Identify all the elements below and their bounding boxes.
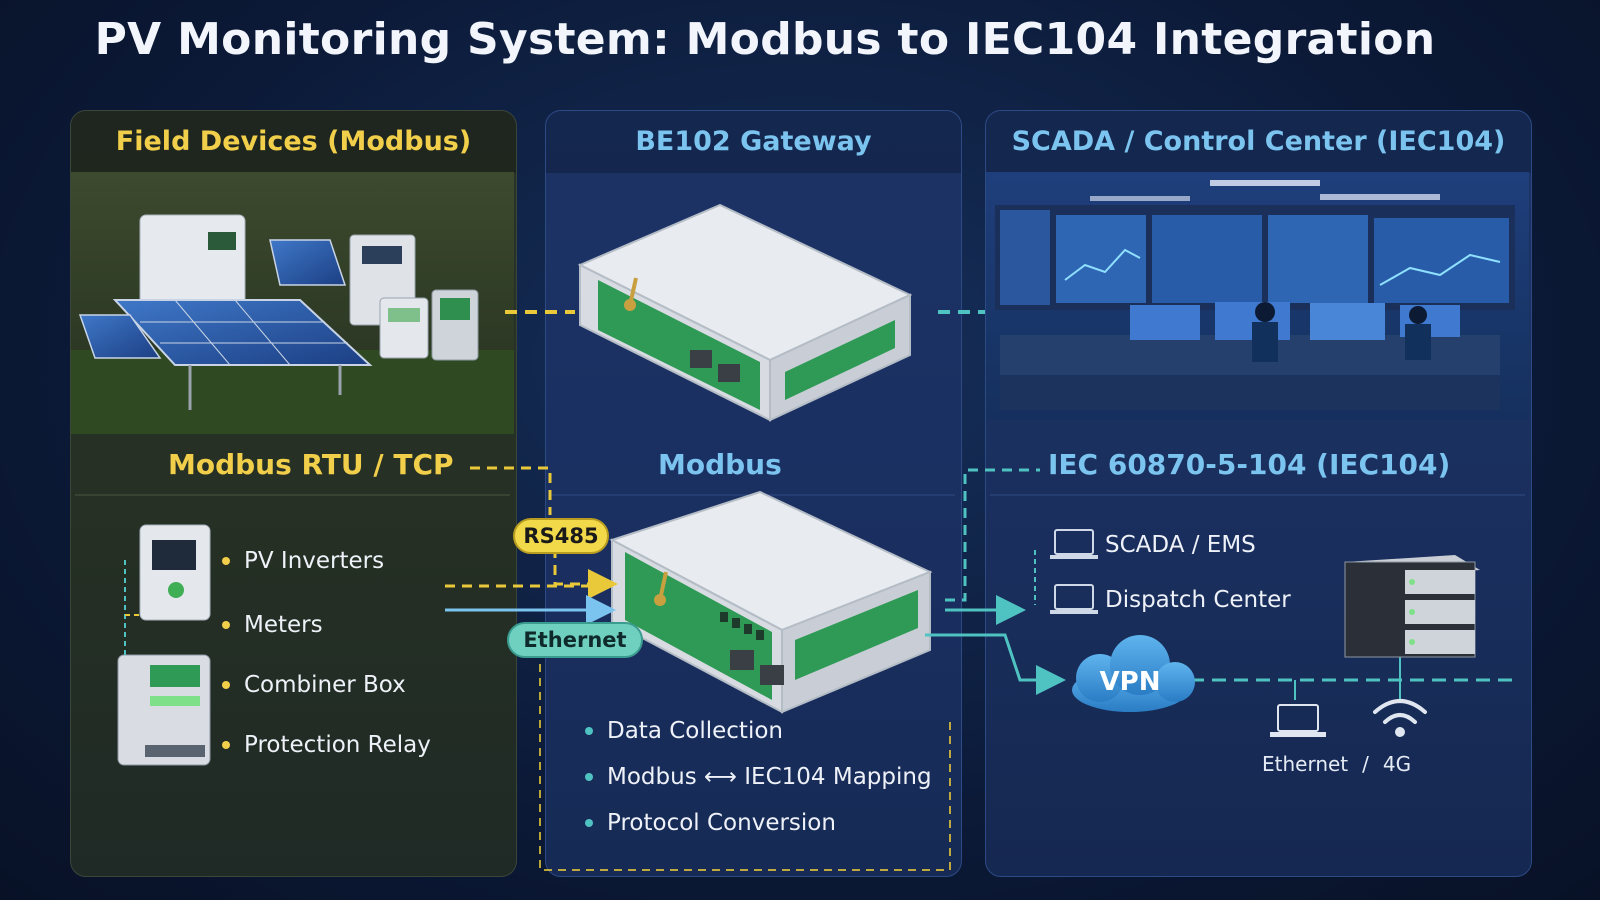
ethernet-laptop-icon <box>1270 704 1326 737</box>
scada-heading: SCADA / Control Center (IEC104) <box>986 111 1531 173</box>
4g-link-label: 4G <box>1382 752 1412 776</box>
link-separator: / <box>1362 752 1369 776</box>
iec104-label: IEC 60870-5-104 (IEC104) <box>1048 448 1451 481</box>
link-labels: Ethernet / 4G <box>1262 752 1411 776</box>
field-devices-heading: Field Devices (Modbus) <box>71 111 516 173</box>
rs485-line <box>553 548 618 599</box>
dispatch-center-label: Dispatch Center <box>1105 587 1291 613</box>
field-device-list: PV Inverters Meters Combiner Box Protect… <box>222 546 431 760</box>
list-item: PV Inverters <box>222 546 431 576</box>
gateway-device-main <box>609 490 933 714</box>
ethernet-pill: Ethernet <box>507 622 643 658</box>
wifi-4g-icon <box>1373 699 1427 737</box>
vpn-link-line <box>925 633 1066 695</box>
loop-line <box>539 650 951 871</box>
list-item: Data Collection <box>585 716 932 746</box>
gateway-heading: BE102 Gateway <box>546 111 961 173</box>
gateway-device-top <box>577 203 913 422</box>
rs485-pill: RS485 <box>513 518 609 554</box>
control-room-illustration <box>986 172 1529 420</box>
modbus-rtu-tcp-label: Modbus RTU / TCP <box>168 448 454 481</box>
vpn-cloud-icon <box>1072 635 1195 712</box>
laptop-icon-dispatch <box>1050 584 1098 614</box>
rtu-tcp-line <box>470 466 552 515</box>
iec104-line <box>945 468 1040 602</box>
scada-item-list: SCADA / EMS Dispatch Center <box>1105 530 1291 615</box>
list-item: Combiner Box <box>222 670 431 700</box>
modbus-label: Modbus <box>658 448 782 481</box>
ethernet-link-label: Ethernet <box>1262 752 1349 776</box>
page-title: PV Monitoring System: Modbus to IEC104 I… <box>94 14 1436 65</box>
list-item: Modbus ⟷ IEC104 Mapping <box>585 762 932 792</box>
solar-field-illustration <box>71 172 514 434</box>
laptop-icon-scada <box>1050 529 1098 559</box>
inverter-icon <box>139 524 211 621</box>
list-item: Protection Relay <box>222 730 431 760</box>
list-item: Protocol Conversion <box>585 808 932 838</box>
gateway-function-list: Data Collection Modbus ⟷ IEC104 Mapping … <box>585 716 932 838</box>
protection-relay-icon <box>117 654 211 766</box>
list-item: Meters <box>222 610 431 640</box>
vpn-label: VPN <box>1099 667 1161 697</box>
scada-ems-label: SCADA / EMS <box>1105 532 1256 558</box>
server-rack-icon <box>1344 555 1480 658</box>
